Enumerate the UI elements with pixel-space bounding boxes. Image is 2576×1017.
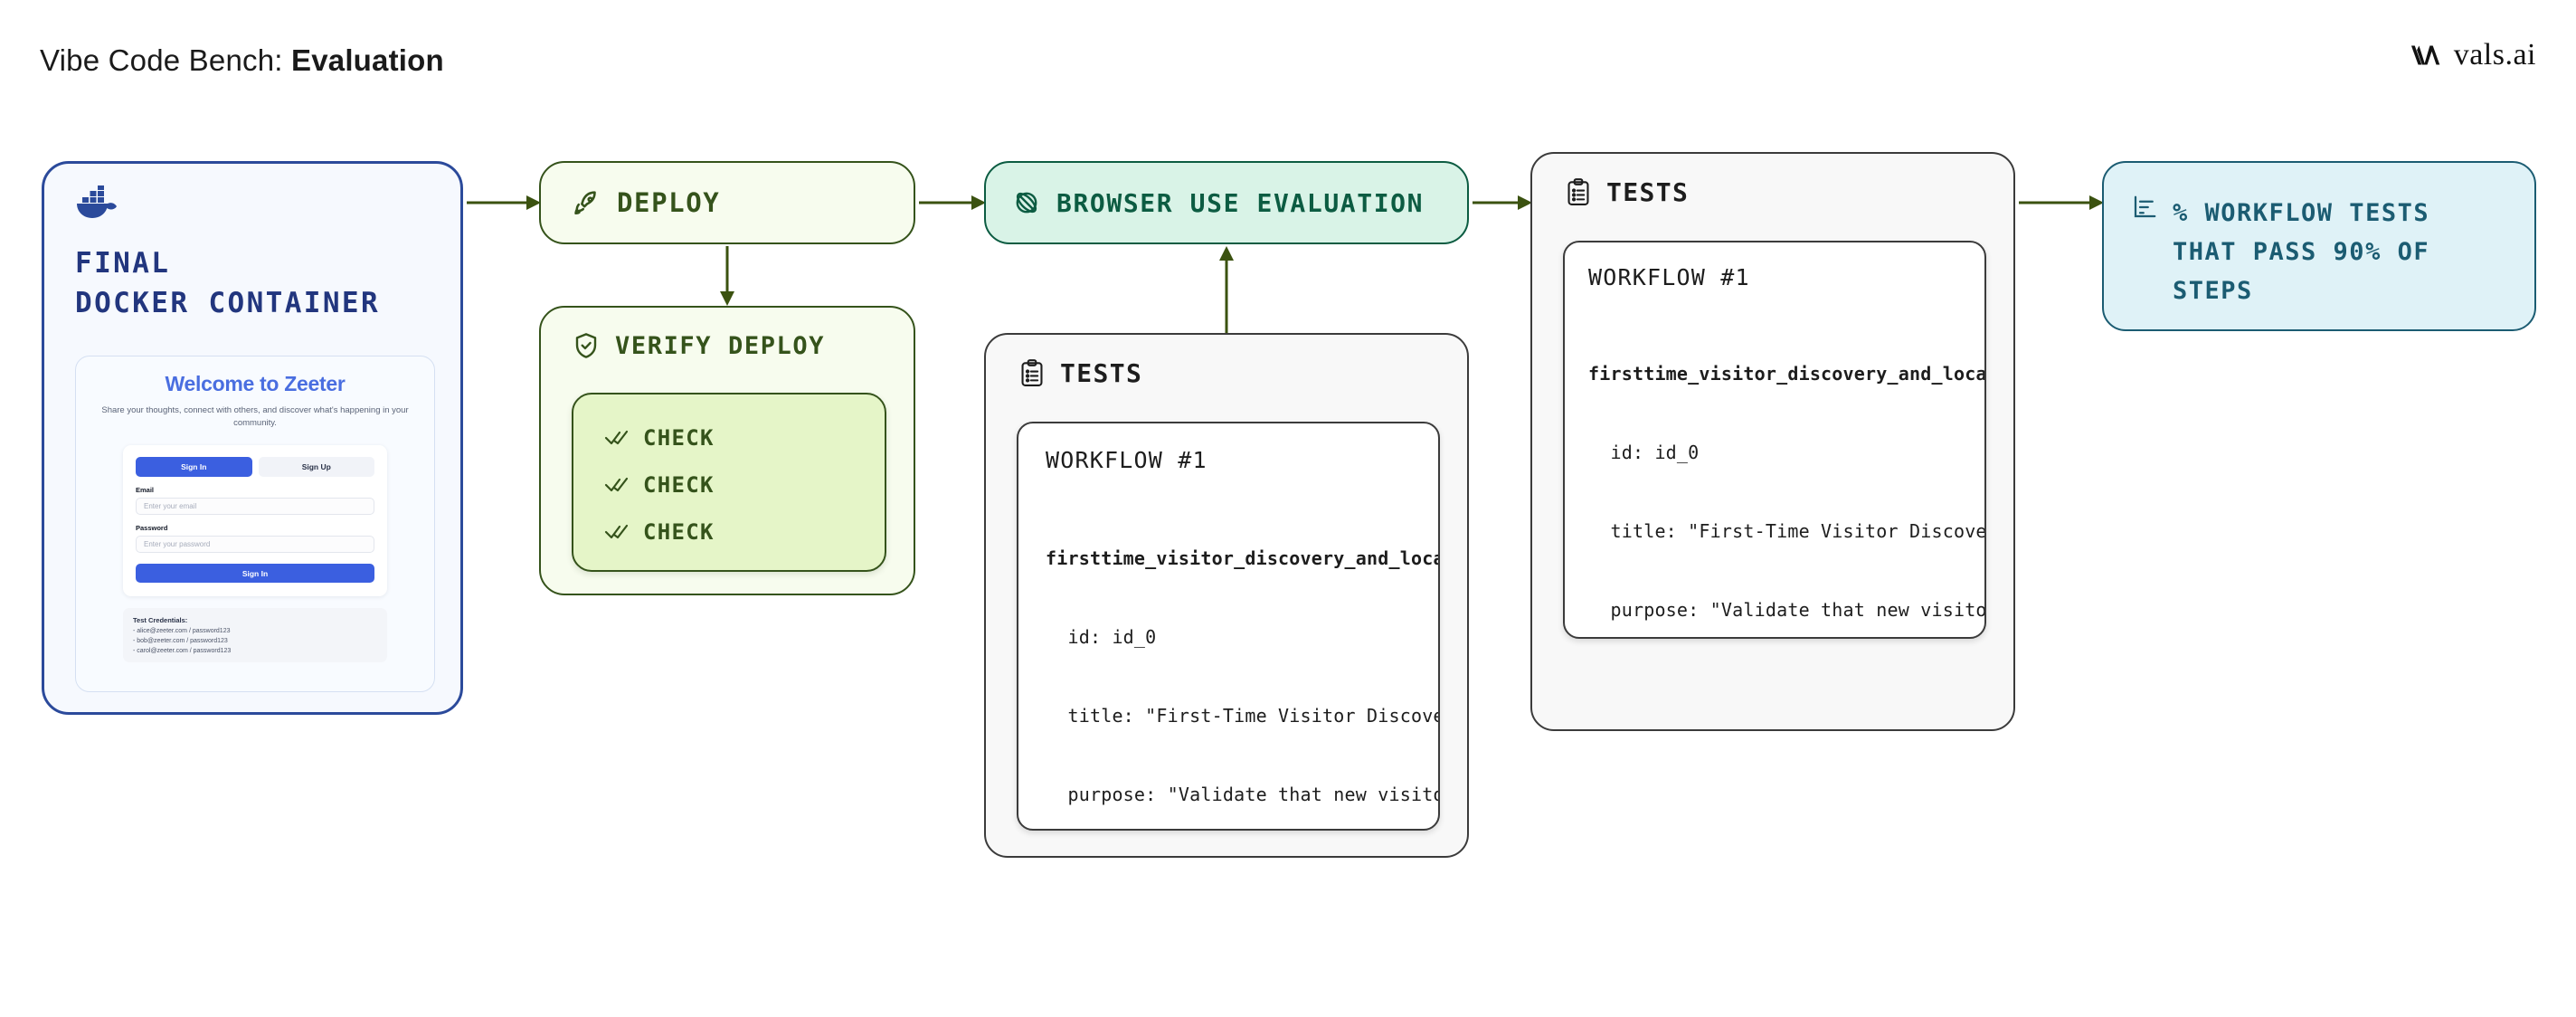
bar-chart-icon [2134, 195, 2156, 218]
zeeter-app-mockup: Welcome to Zeeter Share your thoughts, c… [75, 356, 435, 692]
docker-whale-icon [77, 185, 117, 218]
va-logo-icon [2410, 45, 2439, 65]
verify-deploy-label: VERIFY DEPLOY [615, 331, 826, 360]
tests-header: TESTS [1532, 154, 2013, 207]
result-header: % WORKFLOW TESTS THAT PASS 90% OF STEPS [2104, 163, 2534, 310]
workflow-title: WORKFLOW #1 [1046, 447, 1208, 473]
brand: vals.ai [2410, 38, 2536, 72]
arrow-docker-to-deploy [467, 195, 541, 210]
tab-sign-in[interactable]: Sign In [136, 457, 252, 477]
zeeter-subheading: Share your thoughts, connect with others… [101, 405, 409, 428]
zeeter-heading: Welcome to Zeeter [165, 372, 346, 395]
docker-title-line1: FINAL [75, 247, 171, 280]
page-title: Vibe Code Bench: Evaluation [40, 43, 444, 78]
double-check-icon [604, 477, 629, 492]
workflow-field: id: id_0 [1046, 626, 1157, 648]
email-input[interactable]: Enter your email [136, 498, 374, 515]
check-row: CHECK [604, 414, 885, 461]
check-label: CHECK [643, 472, 715, 498]
browser-use-label: BROWSER USE EVALUATION [1056, 187, 1425, 218]
tests-node-right: TESTS WORKFLOW #1 firsttime_visitor_disc… [1530, 152, 2015, 731]
zeeter-auth-form: Sign In Sign Up Email Enter your email P… [123, 445, 387, 596]
credential-item: - carol@zeeter.com / password123 [133, 648, 232, 654]
workflow-name: firsttime_visitor_discovery_and_locat [1046, 547, 1440, 569]
workflow-field: id: id_0 [1588, 442, 1700, 463]
double-check-icon [604, 430, 629, 445]
workflow-card: WORKFLOW #1 firsttime_visitor_discovery_… [1563, 241, 1986, 639]
arrow-deploy-to-verify [720, 246, 734, 306]
check-label: CHECK [643, 519, 715, 545]
email-label: Email [136, 486, 155, 494]
credential-item: - bob@zeeter.com / password123 [133, 638, 228, 644]
password-label: Password [136, 524, 168, 532]
arrow-tests-to-result [2019, 195, 2104, 210]
clipboard-icon [1021, 358, 1043, 386]
rocket-icon [574, 191, 596, 215]
clipboard-icon [1567, 177, 1589, 205]
deploy-node: DEPLOY [539, 161, 915, 244]
workflow-field: title: "First-Time Visitor Discover [1046, 705, 1440, 727]
workflow-field: title: "First-Time Visitor Discover [1588, 520, 1986, 542]
check-row: CHECK [604, 508, 885, 556]
deploy-label: DEPLOY [617, 187, 721, 218]
tab-sign-up[interactable]: Sign Up [258, 457, 374, 477]
result-line-1: % WORKFLOW TESTS [2173, 199, 2430, 227]
final-docker-container-node: FINAL DOCKER CONTAINER Welcome to Zeeter… [42, 161, 463, 715]
result-text: % WORKFLOW TESTS THAT PASS 90% OF STEPS [2173, 194, 2429, 310]
zeeter-auth-tabs: Sign In Sign Up [136, 457, 374, 477]
check-row: CHECK [604, 461, 885, 508]
workflow-name: firsttime_visitor_discovery_and_locat [1588, 363, 1986, 385]
page-title-prefix: Vibe Code Bench: [40, 43, 291, 77]
workflow-title: WORKFLOW #1 [1588, 264, 1750, 290]
workflow-field: purpose: "Validate that new visitor [1046, 784, 1440, 805]
arrow-browser-to-tests [1473, 195, 1532, 210]
workflow-card: WORKFLOW #1 firsttime_visitor_discovery_… [1017, 422, 1440, 831]
credential-item: - alice@zeeter.com / password123 [133, 628, 231, 634]
test-credentials-box: Test Credentials: - alice@zeeter.com / p… [123, 608, 387, 662]
password-input[interactable]: Enter your password [136, 536, 374, 553]
brand-name: vals.ai [2453, 38, 2536, 71]
browser-use-evaluation-node: BROWSER USE EVALUATION [984, 161, 1469, 244]
deploy-header: DEPLOY [541, 163, 914, 242]
result-metric-node: % WORKFLOW TESTS THAT PASS 90% OF STEPS [2102, 161, 2536, 331]
browser-atom-icon [1016, 192, 1037, 214]
workflow-field: purpose: "Validate that new visitor [1588, 599, 1986, 621]
browser-use-header: BROWSER USE EVALUATION [986, 163, 1467, 242]
docker-title-line2: DOCKER CONTAINER [75, 287, 381, 319]
tests-label: TESTS [1606, 177, 1690, 207]
double-check-icon [604, 524, 629, 539]
checks-card: CHECK CHECK CHECK [572, 393, 886, 572]
result-line-3: STEPS [2173, 277, 2253, 305]
verify-deploy-header: VERIFY DEPLOY [541, 308, 914, 360]
arrow-tests-to-browser [1219, 246, 1234, 335]
tests-label: TESTS [1060, 358, 1143, 388]
verify-deploy-node: VERIFY DEPLOY CHECK CHECK CHECK [539, 306, 915, 595]
test-credentials-title: Test Credentials: [133, 616, 188, 624]
sign-in-button[interactable]: Sign In [136, 564, 374, 583]
page-title-emphasis: Evaluation [291, 43, 444, 77]
result-line-2: THAT PASS 90% OF [2173, 238, 2430, 266]
tests-header: TESTS [986, 335, 1467, 388]
check-label: CHECK [643, 425, 715, 451]
arrow-deploy-to-browser [919, 195, 986, 210]
tests-node-middle: TESTS WORKFLOW #1 firsttime_visitor_disc… [984, 333, 1469, 858]
shield-check-icon [575, 333, 597, 358]
docker-node-title: FINAL DOCKER CONTAINER [75, 243, 380, 323]
